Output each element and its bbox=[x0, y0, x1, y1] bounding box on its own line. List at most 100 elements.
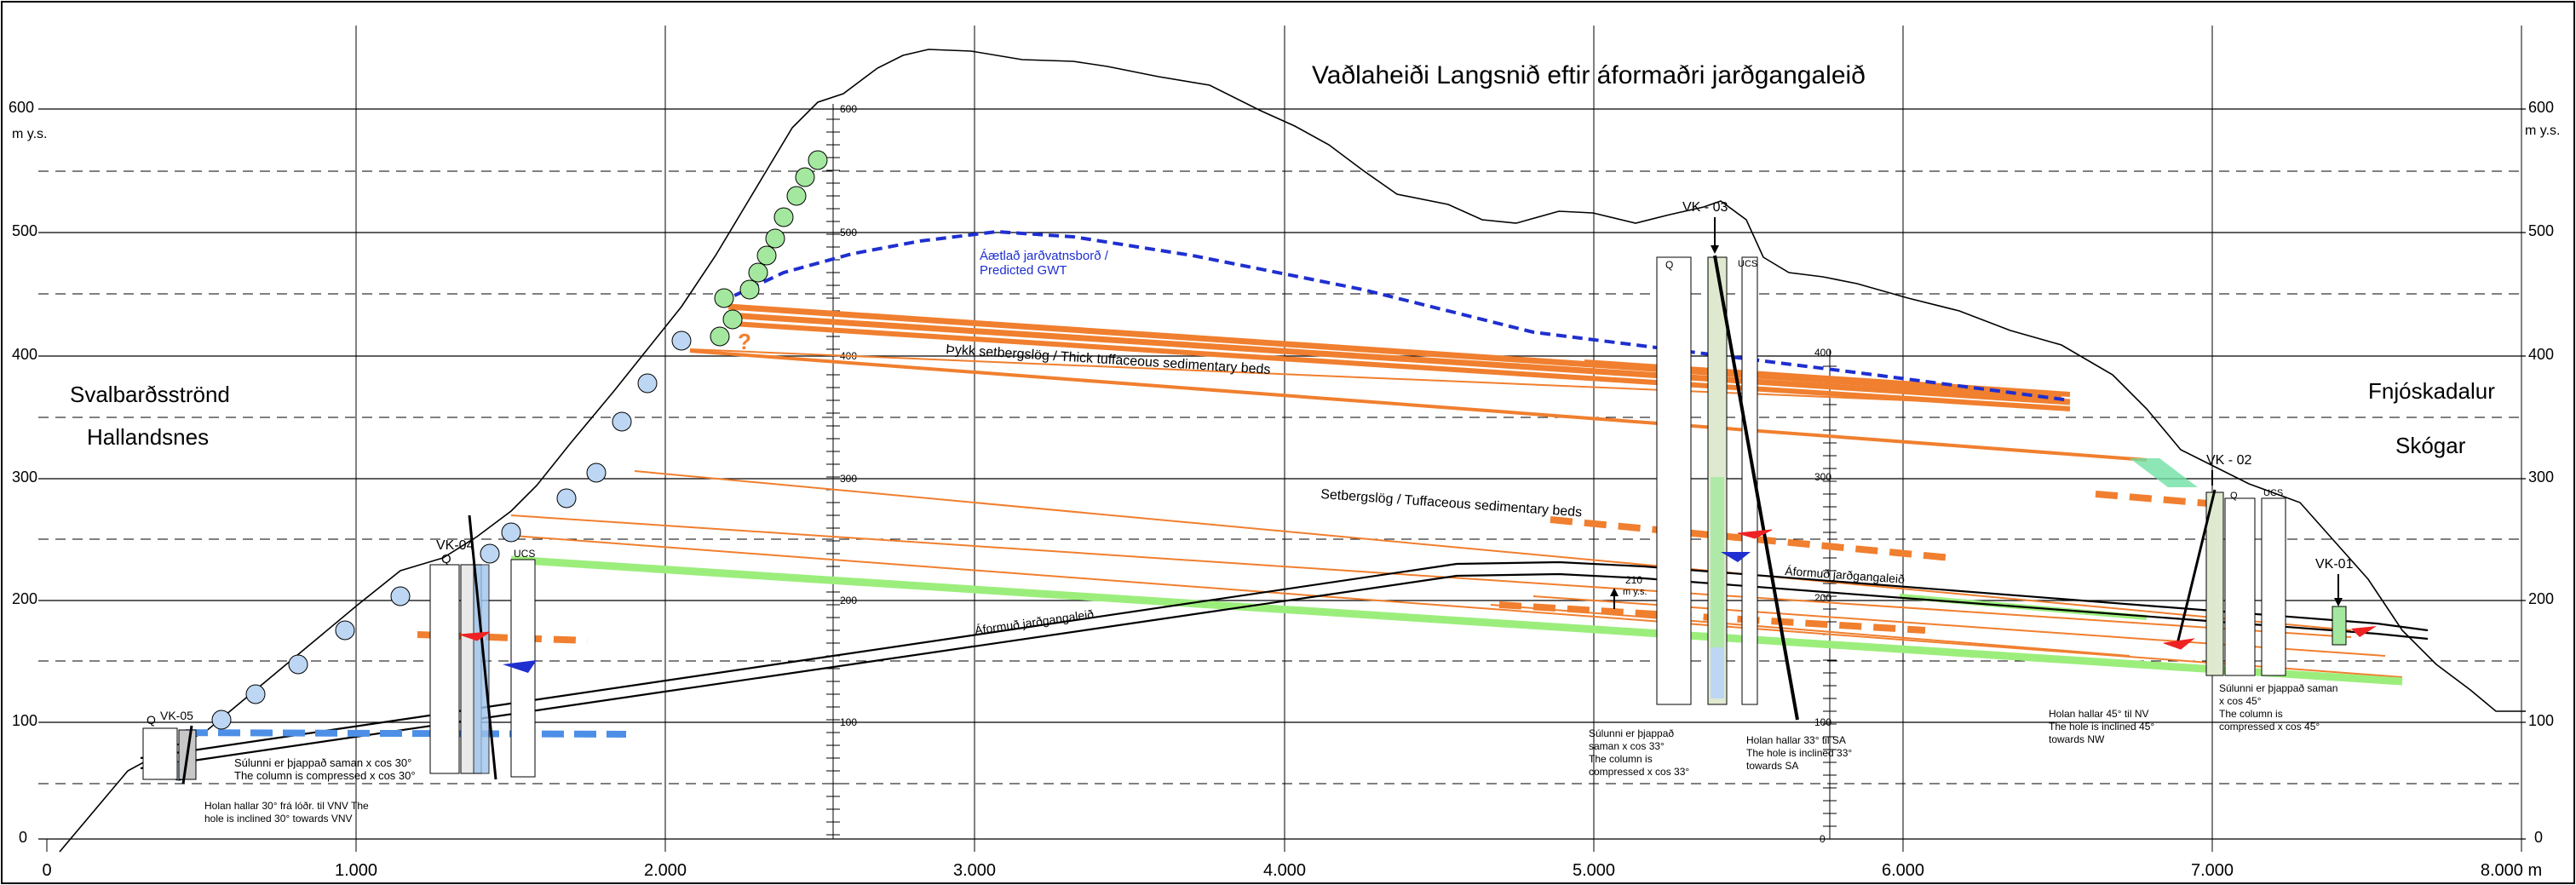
vk02-note-1: Súlunni er þjappað saman bbox=[2219, 682, 2337, 694]
x-tick-7000: 7.000 bbox=[2191, 861, 2234, 880]
inner-left-300: 300 bbox=[840, 473, 857, 485]
inner-scale-right: 400 300 200 100 0 bbox=[1814, 347, 1837, 845]
question-mark: ? bbox=[738, 329, 751, 354]
terrain-profile bbox=[59, 49, 2526, 853]
vk02-incline-1: Holan hallar 45° til NV bbox=[2049, 708, 2149, 720]
vk03-ucs: UCS bbox=[1738, 259, 1757, 269]
slope-circle bbox=[556, 488, 577, 509]
slope-circle bbox=[480, 543, 500, 564]
slope-circle bbox=[786, 186, 807, 206]
slope-circles bbox=[169, 150, 828, 781]
slope-circle bbox=[710, 326, 730, 347]
slope-circle bbox=[335, 620, 355, 641]
vk03-incline-2: The hole is inclined 33° bbox=[1746, 747, 1852, 759]
inner-left-100: 100 bbox=[840, 716, 857, 728]
slope-circle bbox=[501, 522, 521, 543]
green-bed bbox=[510, 555, 2403, 686]
place-right-bottom: Skógar bbox=[2395, 433, 2466, 458]
place-right-top: Fnjóskadalur bbox=[2368, 378, 2495, 404]
depth-value: 210 bbox=[1625, 574, 1642, 586]
tunnel-label-left: Áformuð jarðgangaleið bbox=[974, 606, 1095, 636]
blue-dashed-line bbox=[152, 729, 627, 738]
x-tick-2000: 2.000 bbox=[644, 861, 687, 880]
vk02-note-3: The column is bbox=[2219, 708, 2283, 720]
slope-circle bbox=[739, 279, 760, 300]
sed-beds-label: Setbergslög / Tuffaceous sedimentary bed… bbox=[1320, 487, 1583, 520]
vk02-note-2: x cos 45° bbox=[2219, 695, 2262, 707]
y-tick-300-right: 300 bbox=[2528, 468, 2554, 486]
vk02-ucs: UCS bbox=[2263, 488, 2283, 498]
x-tick-4000: 4.000 bbox=[1263, 861, 1306, 880]
vk02-label: VK - 02 bbox=[2206, 453, 2251, 468]
slope-circle bbox=[722, 309, 743, 330]
y-tick-300: 300 bbox=[12, 468, 37, 486]
vk02-note-4: compressed x cos 45° bbox=[2219, 721, 2320, 733]
borehole-vk05: VK-05 Q Súlunni er þjappað saman x cos 3… bbox=[142, 709, 416, 825]
vk05-label: VK-05 bbox=[160, 709, 193, 722]
slope-circle bbox=[765, 228, 785, 249]
vk02-q: Q bbox=[2230, 491, 2238, 501]
slope-circle bbox=[211, 710, 232, 730]
y-tick-400-right: 400 bbox=[2528, 346, 2554, 363]
vk04-label: VK-04 bbox=[436, 538, 474, 553]
inner-scale-left: 600 500 400 300 200 100 bbox=[826, 103, 857, 839]
red-fault-marks bbox=[459, 529, 2195, 650]
y-tick-0-right: 0 bbox=[2534, 829, 2543, 846]
slope-circle bbox=[756, 245, 777, 266]
vk03-note-1: Súlunni er þjappað bbox=[1589, 727, 1674, 739]
inner-right-400: 400 bbox=[1814, 347, 1831, 359]
inner-right-200: 200 bbox=[1814, 592, 1831, 604]
place-left-bottom: Hallandsnes bbox=[87, 424, 209, 450]
y-unit-right: m y.s. bbox=[2525, 124, 2560, 138]
slope-circle bbox=[288, 654, 308, 675]
slope-circle bbox=[795, 167, 815, 187]
vk04-ucs: UCS bbox=[514, 548, 535, 560]
slope-circle bbox=[773, 207, 794, 227]
slope-circle bbox=[612, 411, 632, 432]
y-axis-left: 600 m y.s. 500 400 300 200 100 0 bbox=[9, 99, 47, 846]
borehole-vk01: VK-01 bbox=[2315, 557, 2377, 646]
vk05-note-2: The column is compressed x cos 30° bbox=[234, 769, 416, 782]
vertical-gridlines bbox=[46, 26, 2522, 852]
x-tick-8000: 8.000 m bbox=[2481, 861, 2542, 880]
vk02-incline-2: The hole is inclined 45° bbox=[2049, 721, 2154, 733]
y-tick-400: 400 bbox=[12, 346, 37, 363]
slope-circle bbox=[637, 373, 658, 394]
inner-left-200: 200 bbox=[840, 595, 857, 606]
slope-circle bbox=[245, 684, 266, 704]
vk05-incline-2: hole is inclined 30° towards VNV bbox=[204, 813, 353, 825]
y-tick-100: 100 bbox=[12, 712, 37, 729]
slope-circle bbox=[808, 150, 828, 170]
dashed-gridlines bbox=[38, 170, 2526, 784]
tunnel-route bbox=[140, 560, 2429, 770]
x-tick-1000: 1.000 bbox=[335, 861, 377, 880]
x-tick-6000: 6.000 bbox=[1882, 861, 1924, 880]
y-unit-left: m y.s. bbox=[12, 127, 47, 141]
vk02-incline-3: towards NW bbox=[2049, 733, 2105, 745]
inner-right-0: 0 bbox=[1820, 833, 1826, 845]
slope-circle bbox=[586, 463, 607, 483]
x-tick-0: 0 bbox=[42, 861, 51, 880]
vk03-incline-1: Holan hallar 33° til SA bbox=[1746, 734, 1846, 746]
depth-unit: m y.s. bbox=[1623, 587, 1647, 597]
gwt-label: Áætlað jarðvatnsborð / Predicted GWT bbox=[980, 249, 1109, 278]
vk03-q: Q bbox=[1665, 259, 1673, 271]
borehole-vk04: VK-04 Q UCS bbox=[429, 514, 537, 780]
inner-left-500: 500 bbox=[840, 227, 857, 238]
vk03-incline-3: towards SA bbox=[1746, 760, 1798, 772]
green-hatch-patch bbox=[2130, 458, 2198, 487]
orange-dashed-beds bbox=[417, 491, 2250, 644]
vk05-note-1: Súlunni er þjappað saman x cos 30° bbox=[234, 756, 411, 769]
gwt-label-line2: Predicted GWT bbox=[980, 263, 1067, 278]
y-tick-100-right: 100 bbox=[2528, 712, 2554, 729]
slope-circle bbox=[390, 586, 411, 606]
borehole-vk03: VK - 03 Q UCS Súlunni er þjappað saman x… bbox=[1589, 200, 1852, 778]
vk05-q: Q bbox=[147, 713, 156, 727]
y-tick-0: 0 bbox=[19, 829, 27, 846]
vk03-note-2: saman x cos 33° bbox=[1589, 740, 1665, 752]
inner-right-100: 100 bbox=[1814, 716, 1831, 728]
depth-annotation: 210 m y.s. bbox=[1610, 574, 1647, 609]
slope-circle bbox=[671, 330, 692, 351]
